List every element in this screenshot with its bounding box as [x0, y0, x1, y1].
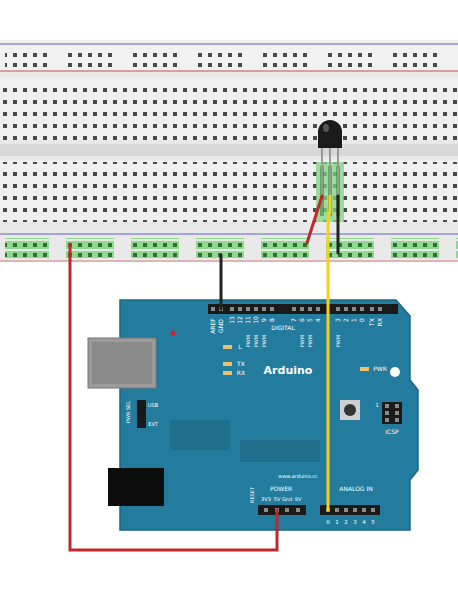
pin-label: RX [377, 318, 383, 326]
pin-number: 11 [245, 316, 251, 324]
arduino-board [88, 300, 418, 530]
header-label: POWER [270, 486, 292, 492]
header-label: ANALOG IN [339, 486, 372, 492]
pin-label: TX [369, 318, 375, 326]
pin-number: 1 [375, 403, 378, 408]
pwm-label: PWM [262, 335, 267, 347]
header-label: DIGITAL [271, 325, 294, 331]
pwm-label: PWM [254, 335, 259, 347]
jumper-label: PWR SEL [126, 401, 131, 423]
pin-label: 3V3 [261, 497, 271, 502]
pin-number: 12 [237, 316, 243, 324]
pin-label: GND [218, 319, 224, 333]
pin-label: 9V [295, 497, 302, 502]
pin-number: 8 [269, 318, 275, 322]
pin-number: 3 [335, 318, 341, 322]
board-logo: Arduino [264, 365, 313, 376]
jumper-label: EXT [148, 422, 158, 427]
pin-number: 5 [371, 520, 375, 526]
pin-label: Gnd [282, 497, 292, 502]
led-label: L [238, 344, 241, 350]
temperature-sensor [318, 120, 342, 196]
led-label: TX [237, 361, 245, 367]
pwm-label: PWM [300, 335, 305, 347]
pin-number: 3 [353, 520, 357, 526]
header-pins [211, 307, 399, 512]
pin-number: 4 [315, 318, 321, 322]
pin-label: 5V [274, 497, 281, 502]
pin-number: 2 [343, 318, 349, 322]
jumper-label: USB [148, 403, 158, 408]
pin-number: 1 [335, 520, 339, 526]
led-label: PWR [373, 366, 387, 372]
board-url: www.arduino.cc [278, 474, 317, 479]
pin-number: 6 [299, 318, 305, 322]
pin-label: RESET [250, 487, 255, 503]
pin-number: 7 [291, 318, 297, 322]
pin-number: 9 [261, 318, 267, 322]
wires [70, 196, 338, 550]
pin-number: 1 [351, 318, 357, 322]
pwm-label: PWM [336, 335, 341, 347]
pin-number: 5 [307, 318, 313, 322]
led-label: RX [237, 370, 245, 376]
pin-label: AREF [210, 318, 216, 334]
pin-number: 0 [326, 520, 330, 526]
breadboard [0, 40, 458, 262]
pin-number: 0 [359, 318, 365, 322]
pin-number: 10 [253, 316, 259, 324]
pin-number: 2 [344, 520, 348, 526]
header-label: ICSP [385, 429, 398, 435]
pin-number: 4 [362, 520, 366, 526]
pwm-label: PWM [246, 335, 251, 347]
pwm-label: PWM [308, 335, 313, 347]
pin-number: 13 [229, 316, 235, 324]
